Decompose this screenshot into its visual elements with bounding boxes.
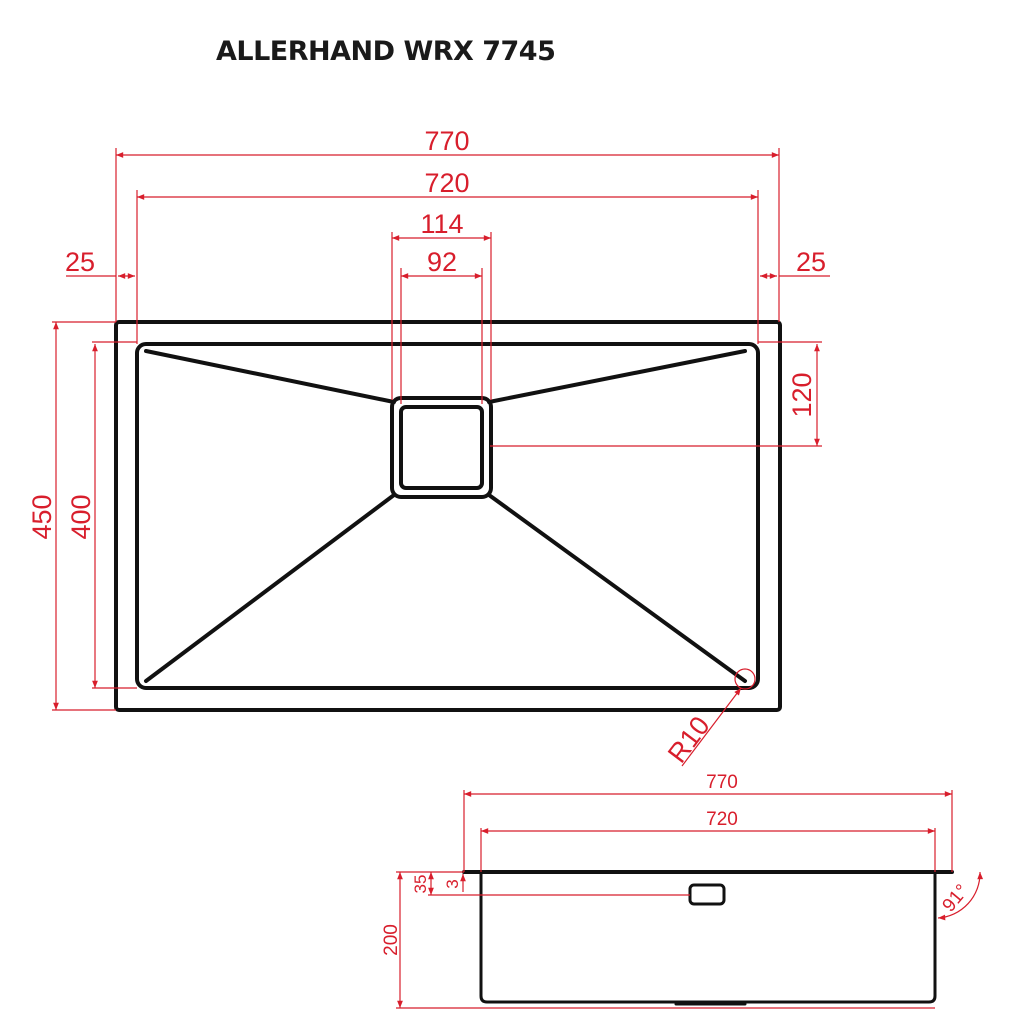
- dim-left-rim: 25: [65, 247, 95, 277]
- top-view: [114, 320, 782, 712]
- side-view-dimensions: 770 720 200 35 3 91°: [381, 772, 984, 1009]
- top-view-dimensions: 770 720 114 92 25 25 450 400 120 R10: [27, 126, 830, 768]
- bowl-profile: [479, 872, 937, 1004]
- drain-inner: [399, 405, 484, 490]
- sink-outer-rim: [114, 320, 782, 712]
- dim-bowl-depth: 400: [66, 494, 96, 539]
- dim-drain-outer: 114: [420, 209, 463, 239]
- dim-right-rim: 25: [796, 247, 826, 277]
- slope-lines: [144, 349, 747, 683]
- dim-drain-inner: 92: [427, 247, 457, 277]
- side-dim-flange-offset: 35: [411, 875, 430, 894]
- side-dim-overall-width: 770: [706, 772, 738, 793]
- drain-outer: [390, 396, 493, 499]
- side-dim-wall-angle: 91°: [939, 881, 974, 917]
- dim-overall-depth: 450: [27, 494, 57, 539]
- dim-drain-offset: 120: [787, 372, 817, 417]
- side-dim-flange-thickness: 3: [443, 879, 462, 888]
- side-dim-height: 200: [381, 924, 402, 956]
- overflow-slot: [688, 883, 726, 906]
- corner-radius-circle: [734, 668, 756, 690]
- side-dim-bowl-width: 720: [706, 809, 738, 830]
- drawing-title: ALLERHAND WRX 7745: [216, 36, 556, 67]
- dim-bowl-width: 720: [424, 168, 469, 198]
- sink-bowl: [135, 342, 760, 690]
- dim-overall-width: 770: [424, 126, 469, 156]
- dim-corner-radius: R10: [662, 711, 716, 769]
- side-view: [462, 870, 954, 1006]
